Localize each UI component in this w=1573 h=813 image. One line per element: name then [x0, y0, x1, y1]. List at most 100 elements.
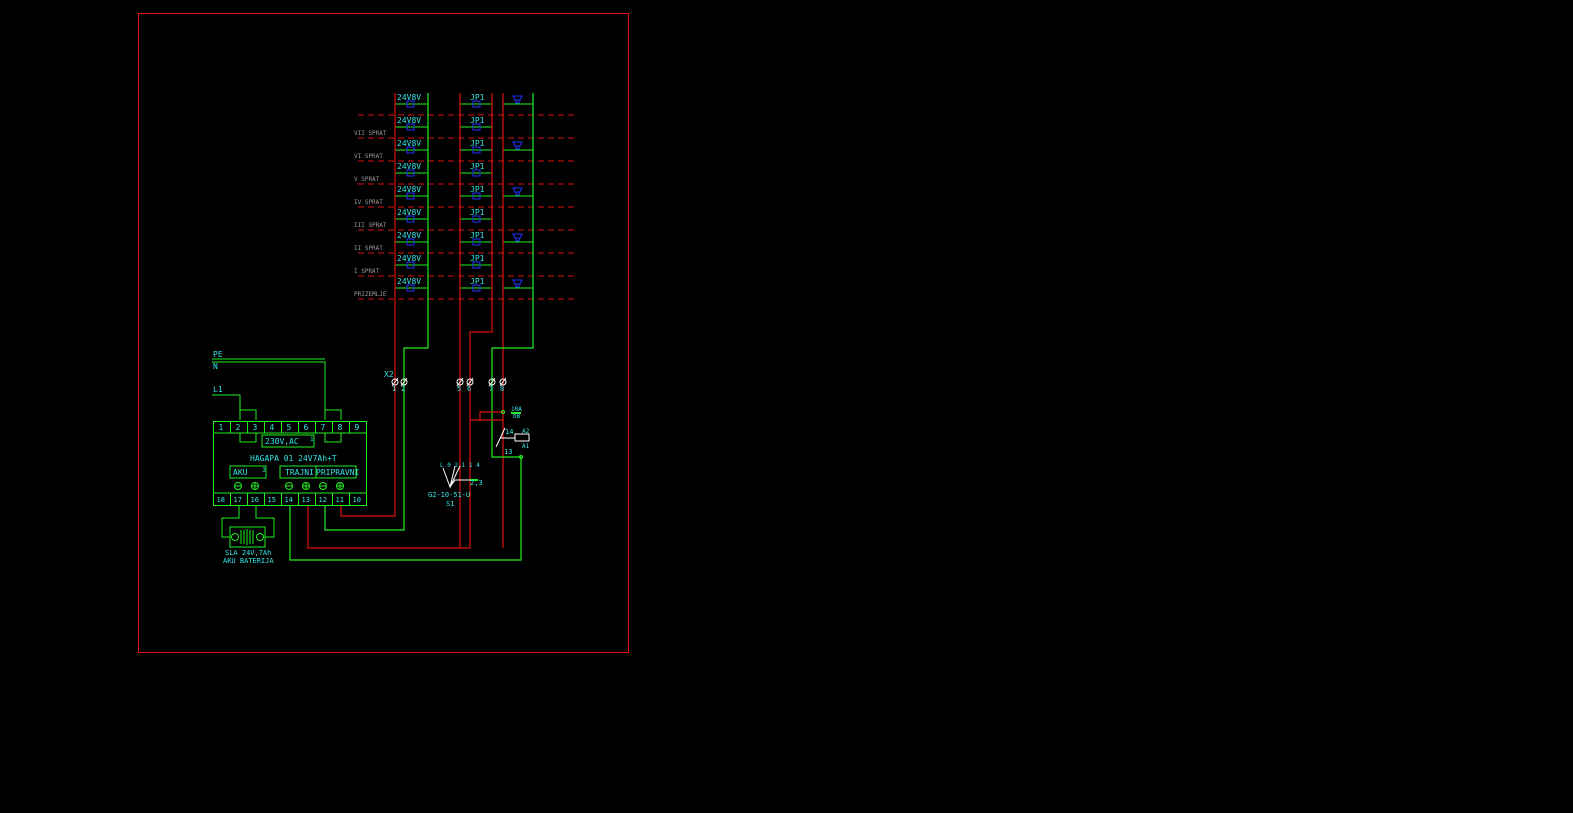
switch-contact: 2,3: [470, 479, 483, 487]
top-terminal[interactable]: 7: [321, 423, 326, 432]
terminal-block-name: X2: [384, 370, 394, 379]
polarity-icons: [234, 482, 344, 490]
panel-device-icon[interactable]: [406, 100, 415, 108]
panel-device-icon[interactable]: [406, 169, 415, 177]
bottom-terminal[interactable]: 11: [336, 496, 344, 504]
horn-icon[interactable]: [512, 141, 523, 150]
horn-icon[interactable]: [512, 279, 523, 288]
fuse-label: 10A: [511, 406, 522, 413]
panel-device-icon[interactable]: [406, 123, 415, 131]
top-terminal[interactable]: 2: [236, 423, 241, 432]
bottom-terminal[interactable]: 12: [319, 496, 327, 504]
panel-label: 24V8V: [397, 254, 421, 263]
panel-device-icon[interactable]: [406, 146, 415, 154]
jp-device-icon[interactable]: [472, 192, 481, 200]
panel-label: 24V8V: [397, 208, 421, 217]
bottom-terminal[interactable]: 18: [217, 496, 225, 504]
jp-device-icon[interactable]: [472, 238, 481, 246]
bottom-terminal[interactable]: 17: [234, 496, 242, 504]
switch-positions: L 0 2 1 1 4: [440, 462, 480, 469]
panel-name: HAGAPA 01 24V7Ah+T: [250, 454, 337, 463]
top-terminal[interactable]: 9: [355, 423, 360, 432]
battery-line1: SLA 24V,7Ah: [225, 549, 271, 557]
floor-label: IV SPRAT: [354, 199, 383, 206]
n-label: N: [213, 362, 218, 371]
terminal-number: 7: [489, 385, 493, 393]
jp-label: JP1: [470, 208, 485, 217]
aku-num: 3: [262, 467, 266, 474]
jp-device-icon[interactable]: [472, 261, 481, 269]
relay[interactable]: [495, 410, 530, 459]
switch-name: S1: [446, 500, 454, 508]
horn-icon[interactable]: [512, 233, 523, 242]
riser-diagram: 24V8V JP1 24V8V JP1 24V8V JP1 24V8V JP1 24V8V JP1…: [354, 93, 578, 300]
panel-device-icon[interactable]: [406, 284, 415, 292]
jp-label: JP1: [470, 185, 485, 194]
panel-device-icon[interactable]: [406, 192, 415, 200]
relay-14: 14: [505, 428, 513, 436]
panel-label: 24V8V: [397, 93, 421, 102]
jp-device-icon[interactable]: [472, 215, 481, 223]
terminal-number: 2: [401, 385, 405, 393]
panel-label: 24V8V: [397, 277, 421, 286]
top-terminal[interactable]: 6: [304, 423, 309, 432]
panel-device-icon[interactable]: [406, 238, 415, 246]
supply-lines: [212, 358, 342, 443]
bottom-terminal[interactable]: 16: [251, 496, 259, 504]
jp-label: JP1: [470, 162, 485, 171]
jp-label: JP1: [470, 277, 485, 286]
jp-label: JP1: [470, 139, 485, 148]
top-terminal[interactable]: 8: [338, 423, 343, 432]
panel-device-icon[interactable]: [406, 215, 415, 223]
terminal-icon[interactable]: [499, 378, 507, 386]
jp-device-icon[interactable]: [472, 146, 481, 154]
panel-device-icon[interactable]: [406, 261, 415, 269]
jp-device-icon[interactable]: [472, 123, 481, 131]
bottom-terminal[interactable]: 10: [353, 496, 361, 504]
terminal-icon[interactable]: [400, 378, 408, 386]
bottom-terminal[interactable]: 14: [285, 496, 293, 504]
pripravni-label: PRIPRAVNI: [316, 468, 360, 477]
bottom-terminal[interactable]: 15: [268, 496, 276, 504]
relay-13: 13: [504, 448, 512, 456]
terminal-icon[interactable]: [456, 378, 464, 386]
terminal-icon[interactable]: [391, 378, 399, 386]
top-terminal[interactable]: 4: [270, 423, 275, 432]
terminal-number: 1: [392, 385, 396, 393]
terminal-icon[interactable]: [466, 378, 474, 386]
terminal-number: 6: [467, 385, 471, 393]
top-terminal[interactable]: 5: [287, 423, 292, 432]
jp-device-icon[interactable]: [472, 284, 481, 292]
selector-switch[interactable]: [442, 465, 478, 489]
top-terminal[interactable]: 1: [219, 423, 224, 432]
floor-label: III SPRAT: [354, 222, 387, 229]
riser-buses: [289, 93, 534, 561]
jp-device-icon[interactable]: [472, 100, 481, 108]
terminal-number: 8: [500, 385, 504, 393]
relay-a2: A2: [522, 428, 530, 435]
jp-label: JP1: [470, 231, 485, 240]
floor-label: PRIZEMLJE: [354, 291, 387, 298]
top-terminal[interactable]: 3: [253, 423, 258, 432]
jp-label: JP1: [470, 116, 485, 125]
relay-a1: A1: [522, 443, 530, 450]
jp-label: JP1: [470, 254, 485, 263]
battery: [221, 505, 275, 548]
l1-label: L1: [213, 385, 223, 394]
jp-device-icon[interactable]: [472, 169, 481, 177]
aku-label: AKU: [233, 468, 248, 477]
mains-label: 230V,AC: [265, 437, 299, 446]
floor-label: II SPRAT: [354, 245, 383, 252]
horn-icon[interactable]: [512, 95, 523, 104]
floor-label: VI SPRAT: [354, 153, 383, 160]
bottom-terminal[interactable]: 13: [302, 496, 310, 504]
terminal-icon[interactable]: [488, 378, 496, 386]
switch-type: G2-10-51-U: [428, 491, 470, 499]
terminal-number: 5: [457, 385, 461, 393]
horn-icon[interactable]: [512, 187, 523, 196]
panel-label: 24V8V: [397, 116, 421, 125]
panel-label: 24V8V: [397, 185, 421, 194]
trajni-label: TRAJNI: [285, 468, 314, 477]
